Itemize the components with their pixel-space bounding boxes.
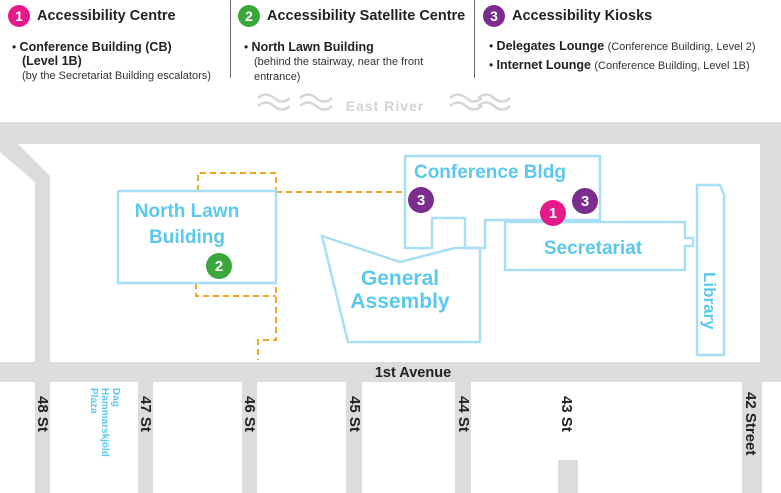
bullet: • bbox=[244, 40, 252, 54]
road-network bbox=[0, 122, 781, 493]
legend-centre-title: Accessibility Centre bbox=[37, 8, 176, 24]
kiosk-marker-number: 3 bbox=[581, 193, 589, 210]
legend-kiosk-item-2: • Internet Lounge (Conference Building, … bbox=[489, 58, 750, 73]
street-label-42: 42 Street bbox=[742, 392, 759, 455]
north-lawn-label-line1: North Lawn bbox=[135, 201, 240, 222]
plaza-label: Dag Hammarskjöld Plaza bbox=[88, 388, 121, 457]
43-st-road bbox=[558, 460, 578, 493]
legend-satellite-item: • North Lawn Building (behind the stairw… bbox=[244, 40, 423, 84]
centre-marker-number: 1 bbox=[549, 205, 557, 222]
kiosk-marker-internet[interactable]: 3 bbox=[572, 188, 598, 214]
markers: 2 3 3 1 bbox=[206, 187, 598, 279]
street-label-43: 43 St bbox=[558, 396, 575, 432]
kiosk-marker-number: 3 bbox=[417, 192, 425, 209]
kiosk-item1-bold: Delegates Lounge bbox=[496, 39, 605, 53]
legend-kiosk-item-1: • Delegates Lounge (Conference Building,… bbox=[489, 39, 756, 54]
kiosk-marker-delegates[interactable]: 3 bbox=[408, 187, 434, 213]
street-label-45: 45 St bbox=[346, 396, 363, 432]
accessible-route-path bbox=[195, 172, 405, 360]
kiosk-item2-note: (Conference Building, Level 1B) bbox=[594, 60, 750, 72]
conference-bldg-label: Conference Bldg bbox=[414, 162, 566, 183]
44-st-road bbox=[455, 382, 471, 493]
waterfront-road bbox=[0, 122, 781, 144]
48st-diagonal-road bbox=[0, 144, 50, 362]
kiosk-number-badge: 3 bbox=[483, 5, 505, 27]
42-street-road-east bbox=[760, 144, 781, 362]
library-outline bbox=[695, 183, 726, 357]
legend-kiosks: 3 Accessibility Kiosks • Delegates Loung… bbox=[483, 0, 779, 92]
river-label: East River bbox=[346, 98, 424, 114]
satellite-centre-marker[interactable]: 2 bbox=[206, 253, 232, 279]
kiosk-item2-bold: Internet Lounge bbox=[496, 58, 591, 72]
legend-satellite-heading: 2 Accessibility Satellite Centre bbox=[238, 5, 465, 27]
legend-centre-item: • Conference Building (CB) (Level 1B) (b… bbox=[12, 40, 211, 83]
centre-item-bold-2: (Level 1B) bbox=[22, 54, 82, 68]
satellite-number-badge: 2 bbox=[238, 5, 260, 27]
legend-kiosks-heading: 3 Accessibility Kiosks bbox=[483, 5, 652, 27]
legend-kiosks-title: Accessibility Kiosks bbox=[512, 8, 653, 24]
46-st-road bbox=[242, 382, 257, 493]
legend-divider bbox=[474, 0, 475, 78]
general-assembly-label-line2: Assembly bbox=[350, 290, 450, 313]
satellite-item-bold: North Lawn Building bbox=[251, 40, 374, 54]
street-label-44: 44 St bbox=[455, 396, 472, 432]
legend-satellite-title: Accessibility Satellite Centre bbox=[267, 8, 466, 24]
general-assembly-label-line1: General bbox=[361, 267, 439, 290]
bullet: • bbox=[489, 39, 497, 53]
47-st-road bbox=[138, 382, 153, 493]
first-avenue-road bbox=[0, 362, 781, 382]
building-labels: North Lawn Building Conference Bldg Secr… bbox=[135, 162, 719, 330]
centre-item-bold-1: Conference Building (CB) bbox=[19, 40, 172, 54]
street-labels: 1st Avenue 48 St 47 St 46 St 45 St 44 St… bbox=[34, 365, 759, 455]
centre-item-note: (by the Secretariat Building escalators) bbox=[22, 70, 211, 82]
plaza-label-line1: Dag bbox=[110, 388, 121, 407]
street-label-47: 47 St bbox=[137, 396, 154, 432]
secretariat-outline bbox=[503, 220, 695, 272]
satellite-item-note-2: entrance) bbox=[254, 71, 301, 83]
street-label-46: 46 St bbox=[241, 396, 258, 432]
north-lawn-building-outline bbox=[116, 189, 278, 285]
legend-satellite-centre: 2 Accessibility Satellite Centre • North… bbox=[238, 0, 473, 92]
general-assembly-outline bbox=[320, 234, 482, 344]
plaza-label-line2: Hammarskjöld bbox=[99, 388, 110, 457]
centre-number-badge: 1 bbox=[8, 5, 30, 27]
buildings bbox=[116, 154, 726, 357]
legend-accessibility-centre: 1 Accessibility Centre • Conference Buil… bbox=[8, 0, 230, 92]
secretariat-label: Secretariat bbox=[544, 238, 643, 259]
satellite-marker-number: 2 bbox=[215, 258, 223, 275]
library-label: Library bbox=[700, 272, 719, 330]
street-label-48: 48 St bbox=[34, 396, 51, 432]
river-wave-icon bbox=[257, 93, 511, 111]
42-street-road bbox=[742, 382, 762, 493]
bullet: • bbox=[12, 40, 20, 54]
48-st-road bbox=[35, 382, 50, 493]
north-lawn-label-line2: Building bbox=[149, 227, 225, 248]
accessibility-centre-marker[interactable]: 1 bbox=[540, 200, 566, 226]
45-st-road bbox=[346, 382, 362, 493]
bullet: • bbox=[489, 58, 497, 72]
first-avenue-label: 1st Avenue bbox=[375, 365, 451, 381]
plaza-label-line3: Plaza bbox=[88, 388, 99, 414]
legend-divider bbox=[230, 0, 231, 78]
kiosk-item1-note: (Conference Building, Level 2) bbox=[607, 41, 756, 53]
legend-centre-heading: 1 Accessibility Centre bbox=[8, 5, 176, 27]
satellite-item-note-1: (behind the stairway, near the front bbox=[254, 56, 424, 68]
